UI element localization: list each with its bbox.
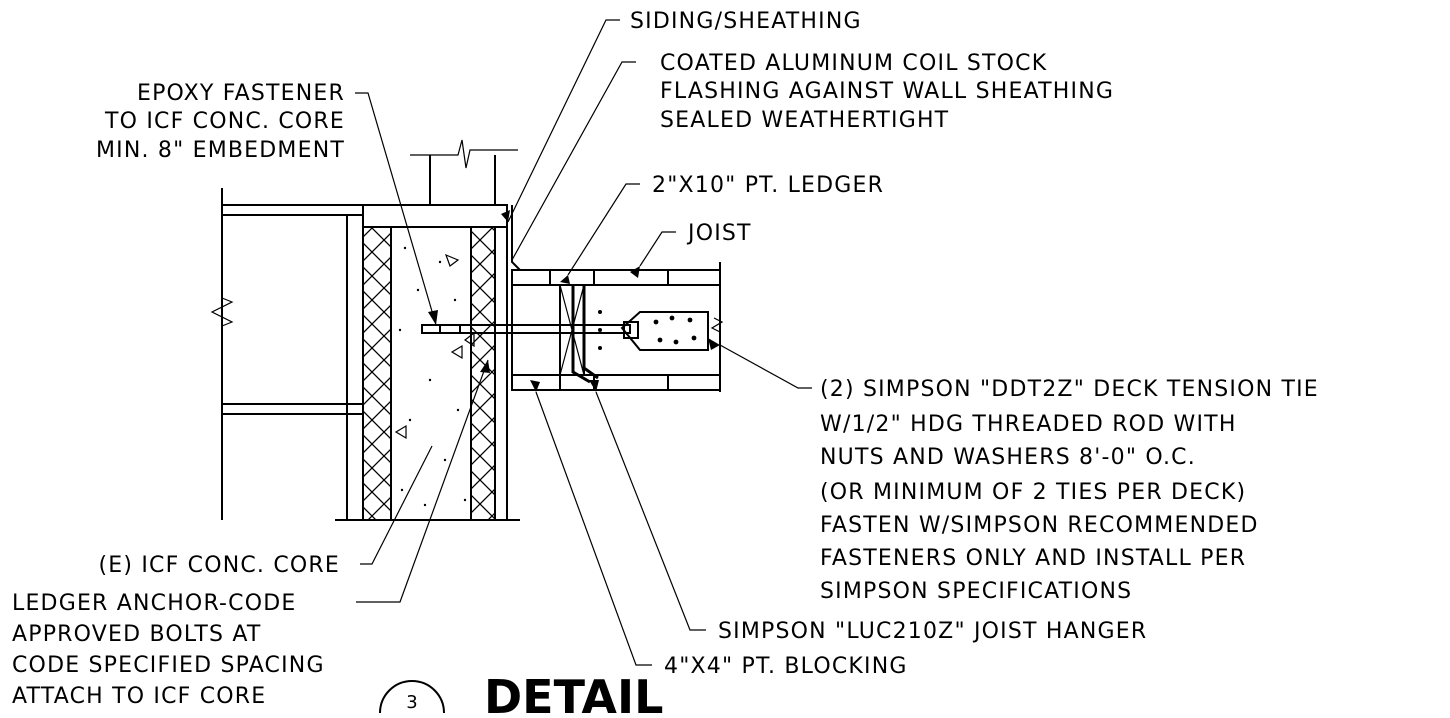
detail-number: 3 — [406, 692, 417, 713]
svg-text:FASTEN W/SIMPSON RECOMMENDED: FASTEN W/SIMPSON RECOMMENDED — [820, 513, 1259, 538]
ledger-assembly — [511, 262, 724, 392]
svg-text:CODE SPECIFIED SPACING: CODE SPECIFIED SPACING — [12, 653, 325, 678]
svg-text:(2) SIMPSON "DDT2Z" DECK TENSI: (2) SIMPSON "DDT2Z" DECK TENSION TIE — [820, 377, 1319, 402]
label-ledger-anchor: LEDGER ANCHOR-CODE APPROVED BOLTS AT COD… — [12, 591, 325, 709]
flashing — [511, 205, 521, 271]
svg-text:APPROVED BOLTS AT: APPROVED BOLTS AT — [12, 622, 262, 647]
wall-above — [362, 139, 518, 228]
label-icf-core: (E) ICF CONC. CORE — [98, 553, 340, 578]
label-joist-hanger: SIMPSON "LUC210Z" JOIST HANGER — [718, 619, 1147, 644]
svg-text:ATTACH TO ICF CORE: ATTACH TO ICF CORE — [12, 684, 266, 709]
icf-wall — [362, 205, 508, 521]
label-joist: JOIST — [686, 221, 752, 246]
detail-marker: 3 DETAIL — [379, 670, 663, 718]
svg-text:(OR MINIMUM OF 2 TIES PER DECK: (OR MINIMUM OF 2 TIES PER DECK) — [820, 480, 1246, 505]
threaded-rod — [421, 324, 631, 334]
svg-text:MIN. 8" EMBEDMENT: MIN. 8" EMBEDMENT — [96, 138, 345, 163]
svg-text:TO ICF CONC. CORE: TO ICF CONC. CORE — [104, 109, 345, 134]
svg-text:LEDGER ANCHOR-CODE: LEDGER ANCHOR-CODE — [12, 591, 297, 616]
svg-text:SEALED WEATHERTIGHT: SEALED WEATHERTIGHT — [660, 108, 949, 133]
svg-text:COATED ALUMINUM COIL STOCK: COATED ALUMINUM COIL STOCK — [660, 51, 1047, 76]
label-blocking: 4"X4" PT. BLOCKING — [664, 654, 908, 679]
svg-text:EPOXY FASTENER: EPOXY FASTENER — [137, 81, 345, 106]
detail-title: DETAIL — [484, 670, 663, 713]
label-ledger: 2"X10" PT. LEDGER — [652, 173, 884, 198]
svg-text:NUTS AND WASHERS 8'-0" O.C.: NUTS AND WASHERS 8'-0" O.C. — [820, 445, 1196, 470]
label-tension-tie: (2) SIMPSON "DDT2Z" DECK TENSION TIE W/1… — [820, 377, 1319, 604]
svg-text:FASTENERS ONLY AND INSTALL PER: FASTENERS ONLY AND INSTALL PER — [820, 546, 1246, 571]
svg-text:FLASHING AGAINST WALL SHEATHIN: FLASHING AGAINST WALL SHEATHING — [660, 79, 1114, 104]
label-flashing: COATED ALUMINUM COIL STOCK FLASHING AGAI… — [660, 51, 1114, 133]
label-siding: SIDING/SHEATHING — [630, 9, 862, 34]
leaders — [355, 19, 812, 666]
tension-tie — [598, 310, 709, 351]
label-epoxy-fastener: EPOXY FASTENER TO ICF CONC. CORE MIN. 8"… — [96, 81, 345, 163]
svg-text:W/1/2" HDG THREADED ROD WITH: W/1/2" HDG THREADED ROD WITH — [820, 412, 1237, 437]
svg-text:SIMPSON SPECIFICATIONS: SIMPSON SPECIFICATIONS — [820, 579, 1132, 604]
